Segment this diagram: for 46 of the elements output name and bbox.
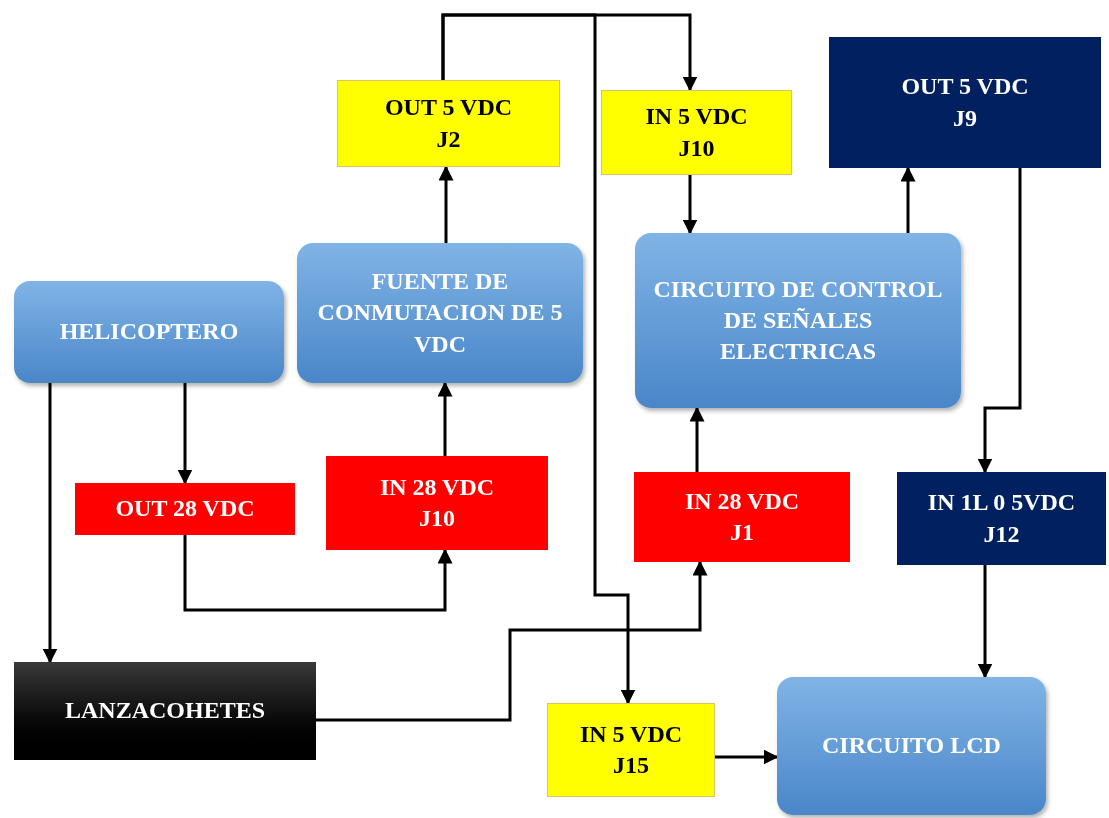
arrow — [177, 383, 193, 485]
process-box — [635, 233, 961, 408]
node-label: HELICOPTERO — [59, 317, 239, 347]
device-box — [14, 662, 316, 760]
connector-box — [897, 472, 1106, 565]
arrow — [438, 165, 454, 243]
arrow — [900, 166, 916, 233]
arrow — [441, 13, 636, 705]
node-label: J10 — [419, 504, 455, 533]
connector-box — [829, 37, 1101, 168]
node-label: J9 — [953, 103, 977, 133]
connector-box — [601, 90, 792, 175]
node-label: FUENTE DE CONMUTACION DE 5 VDC — [316, 267, 564, 359]
connector-box — [326, 456, 548, 550]
arrow — [316, 560, 708, 722]
arrow — [689, 406, 705, 472]
node-label: OUT 5 VDC — [901, 72, 1029, 102]
connector-box — [634, 472, 850, 562]
node-label: J12 — [983, 519, 1020, 549]
connector-box — [75, 483, 295, 535]
arrow — [977, 565, 993, 679]
node-label: IN 5 VDC — [579, 719, 683, 749]
node-label: OUT 28 VDC — [115, 494, 255, 524]
arrow — [977, 168, 1022, 474]
node-label: OUT 5 VDC — [384, 93, 513, 123]
arrow — [437, 381, 453, 456]
node-label: IN 28 VDC — [379, 472, 495, 502]
process-box — [297, 243, 583, 383]
node-label: J15 — [613, 751, 649, 780]
node-label: IN 5 VDC — [645, 102, 748, 132]
node-label: IN 1L 0 5VDC — [927, 488, 1076, 518]
node-label: CIRCUITO DE CONTROL DE SEÑALES ELECTRICAS — [652, 274, 944, 367]
arrow — [183, 535, 453, 612]
node-label: J1 — [730, 518, 754, 547]
node-label: IN 28 VDC — [684, 486, 800, 516]
arrow — [715, 749, 779, 765]
arrow — [42, 383, 58, 664]
node-label: LANZACOHETES — [64, 696, 266, 726]
connector-box — [547, 703, 715, 797]
node-label: J2 — [436, 124, 461, 154]
node-label: J10 — [678, 133, 715, 163]
node-label: CIRCUITO LCD — [822, 731, 1001, 761]
arrow — [682, 175, 698, 235]
connector-box — [337, 80, 560, 167]
process-box — [777, 677, 1046, 815]
process-box — [14, 281, 284, 383]
